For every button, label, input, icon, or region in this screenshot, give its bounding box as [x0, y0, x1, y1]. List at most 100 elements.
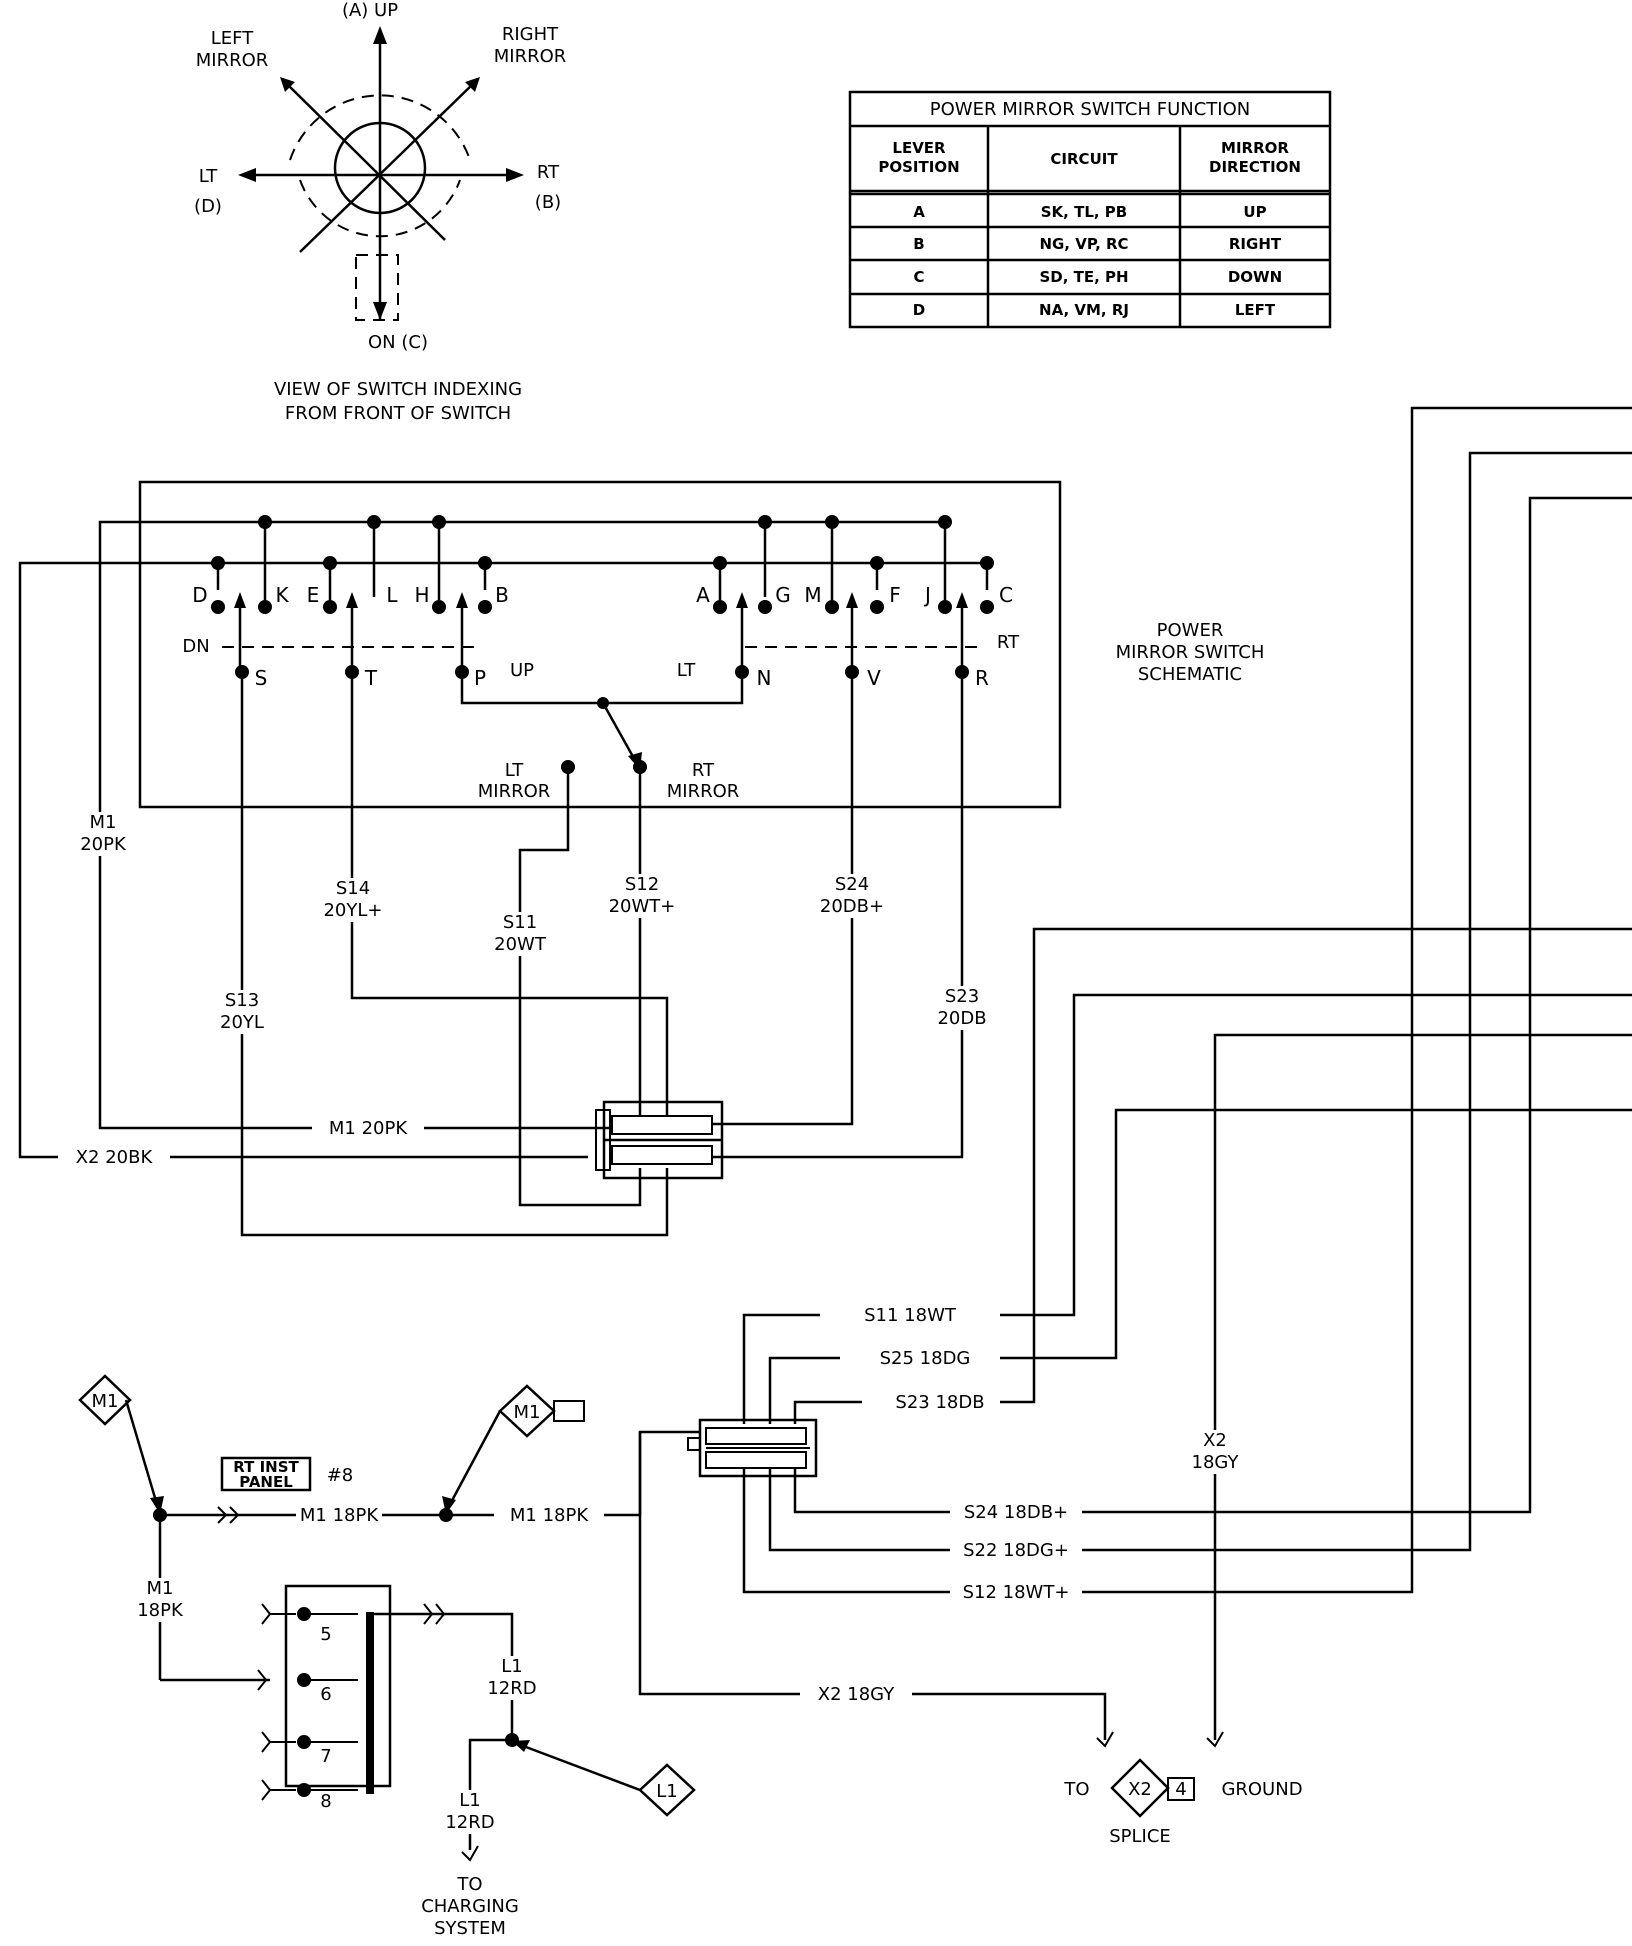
terminal-f: F [889, 583, 901, 607]
table-header-direction-1: MIRROR [1221, 139, 1289, 157]
schematic-title-1: POWER [1157, 620, 1224, 641]
svg-text:X2: X2 [1128, 1779, 1152, 1800]
m1-20pk-side-label-2: 20PK [80, 834, 127, 855]
index-caption-2: FROM FRONT OF SWITCH [285, 403, 511, 424]
panel-pin-label: #8 [327, 1465, 354, 1486]
terminal-h: H [414, 583, 429, 607]
s13-label-2: 20YL [220, 1012, 264, 1033]
x2-18gy-side-label-1: X2 [1203, 1430, 1227, 1451]
table-cell: NA, VM, RJ [1039, 301, 1129, 319]
s24-label-1: S24 [835, 874, 869, 895]
to-charging-1: TO [456, 1874, 482, 1895]
s24-label-2: 20DB+ [820, 896, 884, 917]
m1-20pk-wire [98, 520, 610, 1130]
s25-18dg-label: S25 18DG [880, 1348, 971, 1369]
table-cell: C [913, 268, 924, 286]
terminal-p: P [474, 666, 486, 690]
s11-18wt-label: S11 18WT [864, 1305, 957, 1326]
m1-badge [78, 1374, 132, 1426]
s11-label-1: S11 [503, 912, 537, 933]
terminal-j: J [923, 583, 931, 607]
terminal-l: L [386, 583, 398, 607]
table-cell: SK, TL, PB [1041, 203, 1127, 221]
s23-label-1: S23 [945, 986, 979, 1007]
table-cell: NG, VP, RC [1039, 235, 1128, 253]
right-harness: S11 18WT S25 18DG S23 18DB S24 18DB+ S22… [638, 406, 1632, 1748]
x2-18gy-side-label-2: 18GY [1192, 1452, 1240, 1473]
to-charging-2: CHARGING [421, 1896, 519, 1917]
index-lt-letter: (D) [194, 196, 222, 217]
switch-schematic: D K E L H B A G M F J C DN RT UP LT S T … [138, 480, 1062, 809]
terminal-v: V [867, 666, 881, 690]
index-right-arrowhead [506, 168, 524, 182]
splice-label: SPLICE [1109, 1826, 1171, 1847]
l1-badge [638, 1763, 696, 1817]
terminal-e: E [307, 583, 320, 607]
fuse-block [284, 1584, 392, 1788]
table-frame [848, 90, 1332, 329]
fuse-5: 5 [320, 1624, 331, 1645]
svg-text:L1: L1 [656, 1781, 677, 1802]
m1-18pk-side-label-2: 18PK [137, 1600, 184, 1621]
table-title: POWER MIRROR SWITCH FUNCTION [930, 99, 1250, 120]
s14-label-2: 20YL+ [323, 900, 382, 921]
table-cell: DOWN [1228, 268, 1282, 286]
s13-wire [240, 672, 669, 1237]
terminal-m: M [804, 583, 821, 607]
index-on-slot [355, 254, 399, 321]
to-charging-3: SYSTEM [434, 1918, 506, 1939]
index-right-mirror-label-1: RIGHT [502, 24, 559, 45]
s23-18db-label: S23 18DB [895, 1392, 984, 1413]
rt-mirror-label-1: RT [692, 760, 715, 781]
table-cell: SD, TE, PH [1039, 268, 1128, 286]
m1-18pk-side-label-1: M1 [147, 1578, 174, 1599]
index-left-arrowhead [238, 168, 256, 182]
index-left-mirror-label-1: LEFT [211, 28, 254, 49]
fuse-8: 8 [320, 1791, 331, 1812]
rt-mirror-label-2: MIRROR [667, 781, 740, 802]
terminal-d: D [192, 583, 207, 607]
l1-12rd-label-b-2: 12RD [445, 1812, 494, 1833]
s11-label-2: 20WT [494, 934, 547, 955]
schematic-dn-label: DN [182, 636, 209, 657]
table-cell: LEFT [1235, 301, 1276, 319]
l1-12rd-label-a-2: 12RD [487, 1678, 536, 1699]
svg-text:M1: M1 [92, 1391, 119, 1412]
table-cell: UP [1243, 203, 1266, 221]
index-rt-letter: (B) [535, 192, 561, 213]
schematic-rt-label: RT [997, 632, 1020, 653]
svg-text:M1: M1 [514, 1402, 541, 1423]
table-cell: A [913, 203, 925, 221]
m1-18pk-label-a: M1 18PK [300, 1505, 379, 1526]
switch-indexing-view: (A) UP LEFT MIRROR RIGHT MIRROR LT (D) R… [194, 0, 566, 424]
index-rt-label: RT [537, 162, 560, 183]
index-up-arrowhead [373, 26, 387, 44]
switch-wiring: M1 20PK S14 20YL+ S11 20WT S12 20WT+ S24… [18, 520, 994, 1237]
x2-pin-label: 4 [1175, 1779, 1186, 1800]
rt-inst-panel-box [220, 1456, 312, 1492]
svg-text:RT INST: RT INST [233, 1458, 299, 1476]
s23-wire [712, 672, 964, 1159]
table-cell: RIGHT [1229, 235, 1282, 253]
terminal-c: C [999, 583, 1013, 607]
s12-label-2: 20WT+ [609, 896, 676, 917]
table-header-direction-2: DIRECTION [1209, 158, 1301, 176]
x2-20bk-wire [18, 561, 588, 1159]
schematic-lt-label: LT [677, 660, 697, 681]
lt-mirror-label-1: LT [505, 760, 525, 781]
s24-18db-label: S24 18DB+ [964, 1502, 1068, 1523]
fuse-6: 6 [320, 1684, 331, 1705]
schematic-title-2: MIRROR SWITCH [1116, 642, 1265, 663]
lt-mirror-label-2: MIRROR [478, 781, 551, 802]
index-right-mirror-arrowhead [465, 77, 480, 92]
s23-label-2: 20DB [937, 1008, 986, 1029]
index-up-label: (A) UP [342, 0, 398, 21]
table-header-lever-2: POSITION [878, 158, 959, 176]
to-label: TO [1063, 1779, 1089, 1800]
s22-18dg-label: S22 18DG+ [963, 1540, 1069, 1561]
function-table: POWER MIRROR SWITCH FUNCTION LEVER POSIT… [848, 90, 1332, 329]
l1-12rd-label-a-1: L1 [501, 1656, 522, 1677]
terminal-n: N [757, 666, 772, 690]
inline-connector-icon [217, 1506, 240, 1524]
